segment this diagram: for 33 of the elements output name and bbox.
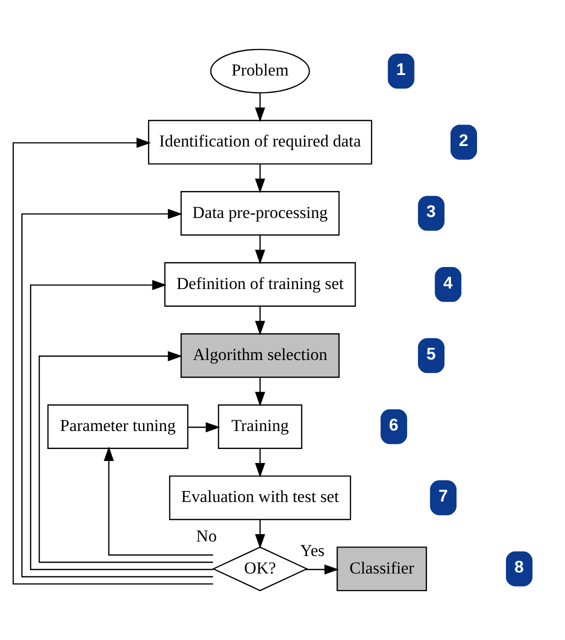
arrow	[12, 138, 214, 585]
node-box: Parameter tuning	[47, 404, 188, 449]
node-ellipse: Problem	[210, 48, 310, 94]
arrow	[255, 235, 266, 264]
label: 1	[396, 60, 406, 79]
label: 3	[426, 202, 436, 222]
node-box: Algorithm selection	[180, 333, 340, 378]
arrow	[255, 520, 266, 549]
node-box: Data pre-processing	[180, 191, 340, 236]
label: 4	[443, 273, 453, 292]
edge-label: Yes	[300, 540, 325, 560]
node-box: Identification of required data	[148, 120, 372, 165]
arrow	[255, 448, 266, 478]
node-box: Training	[218, 404, 302, 449]
arrow	[306, 564, 339, 575]
arrow	[30, 280, 214, 570]
arrow	[188, 422, 220, 432]
node-box: Definition of training set	[164, 262, 356, 307]
arrow	[255, 377, 266, 406]
arrow	[255, 164, 266, 194]
label: 2	[458, 131, 468, 150]
arrow	[38, 351, 214, 563]
arrow	[21, 208, 214, 578]
label: 5	[426, 344, 436, 364]
node-box: Classifier	[336, 546, 427, 592]
arrow	[255, 306, 266, 336]
label: 7	[438, 486, 448, 506]
label: 6	[389, 416, 398, 435]
arrow	[255, 92, 266, 122]
label: 8	[514, 558, 524, 577]
edge-label: No	[196, 526, 217, 546]
node-box: Evaluation with test set	[169, 475, 352, 520]
arrow	[104, 446, 214, 556]
